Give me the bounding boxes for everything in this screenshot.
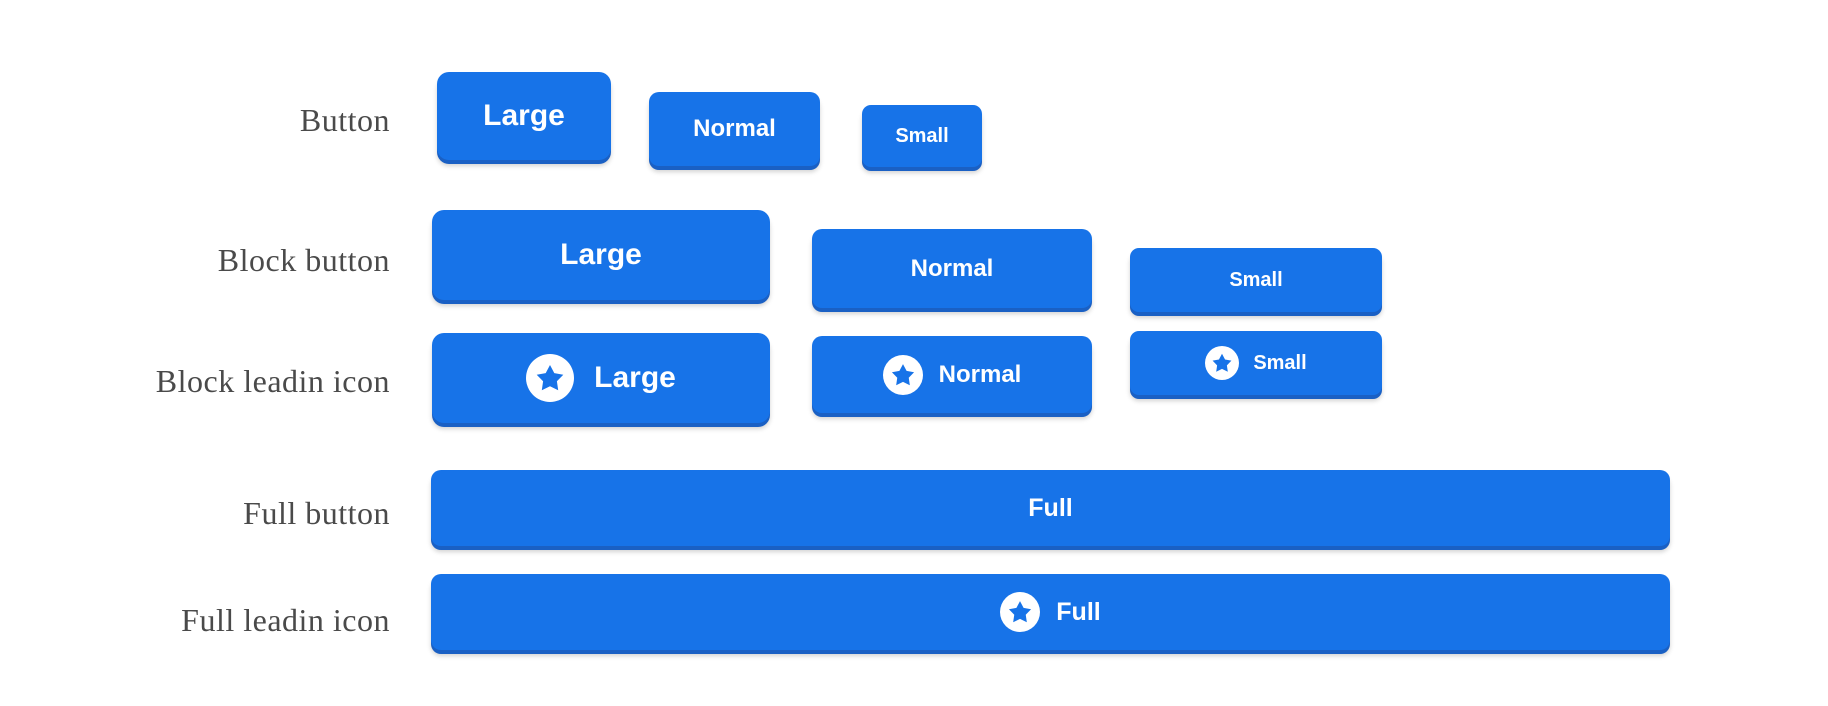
row-label-full-button: Full button	[243, 495, 390, 531]
button-label: Normal	[938, 360, 1022, 388]
row-label-button: Button	[299, 102, 390, 138]
button-label: Normal	[910, 254, 994, 282]
button-small[interactable]: Small	[862, 105, 982, 167]
button-label: Large	[483, 99, 565, 132]
button-label: Large	[560, 238, 642, 271]
button-large[interactable]: Large	[437, 72, 611, 160]
row-label-full-leadin-icon: Full leadin icon	[181, 602, 390, 638]
star-icon	[1205, 346, 1240, 380]
block-leadin-icon-button-normal[interactable]: Normal	[812, 336, 1092, 413]
button-normal[interactable]: Normal	[649, 92, 820, 166]
button-label: Normal	[693, 115, 776, 142]
button-label: Full	[1028, 493, 1073, 522]
star-icon	[526, 354, 575, 402]
block-button-large[interactable]: Large	[432, 210, 770, 300]
row-label-block-leadin-icon: Block leadin icon	[155, 363, 390, 399]
button-label: Large	[594, 361, 676, 394]
button-label: Small	[1253, 351, 1307, 374]
block-leadin-icon-button-small[interactable]: Small	[1130, 331, 1382, 395]
star-icon	[1000, 592, 1041, 632]
block-leadin-icon-button-large[interactable]: Large	[432, 333, 770, 423]
row-label-block-button: Block button	[217, 242, 390, 278]
block-button-normal[interactable]: Normal	[812, 229, 1092, 308]
button-label: Small	[1229, 268, 1283, 291]
button-label: Small	[895, 124, 949, 147]
full-leadin-icon-button[interactable]: Full	[431, 574, 1670, 650]
star-icon	[882, 354, 923, 395]
button-label: Full	[1056, 597, 1101, 626]
block-button-small[interactable]: Small	[1130, 248, 1382, 312]
full-button[interactable]: Full	[431, 470, 1670, 546]
